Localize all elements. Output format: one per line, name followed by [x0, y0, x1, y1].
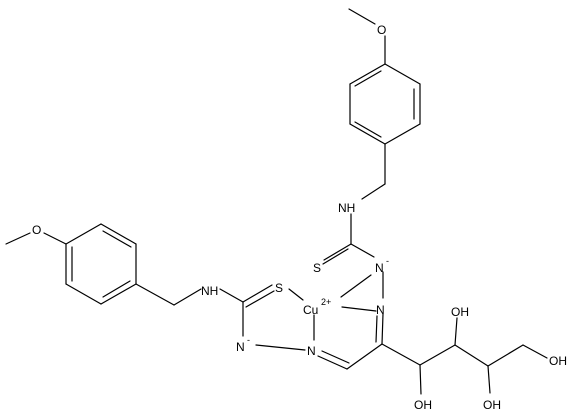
- bond: [65, 223, 102, 245]
- bond: [242, 284, 273, 303]
- bond: [288, 288, 304, 301]
- bond: [419, 344, 456, 366]
- bond: [65, 283, 102, 305]
- bond: [340, 274, 372, 298]
- bond: [5, 232, 31, 245]
- bond: [454, 317, 458, 346]
- bond: [102, 280, 131, 298]
- bond: [381, 313, 384, 345]
- bond: [245, 290, 275, 308]
- bond: [43, 232, 67, 245]
- bond: [321, 350, 350, 364]
- bond: [354, 70, 382, 87]
- bond: [322, 248, 349, 265]
- atom-label-nh-left: NH: [201, 284, 218, 298]
- bond: [522, 344, 548, 359]
- bond: [346, 343, 383, 370]
- bond: [102, 230, 132, 248]
- bond: [255, 344, 306, 351]
- atom-label-oxygen-left: O: [32, 223, 41, 237]
- atom-label-nh-top: NH: [338, 201, 355, 215]
- bond: [135, 283, 175, 306]
- atom-label-hydroxyl-1: OH: [414, 398, 432, 412]
- bonds: [5, 8, 548, 395]
- bond: [349, 123, 386, 145]
- atom-label-anionic-nitrogen-left: N: [236, 340, 245, 354]
- bond: [348, 8, 376, 25]
- bond: [350, 243, 375, 258]
- bond: [384, 63, 421, 85]
- bond: [354, 121, 382, 138]
- atom-label-hydroxyl-4: OH: [549, 354, 567, 368]
- atom-label-sulfur-left: S: [275, 281, 283, 295]
- bond: [349, 63, 386, 85]
- bond: [419, 364, 422, 395]
- bond: [219, 288, 244, 303]
- bond: [341, 306, 377, 312]
- bond: [454, 344, 489, 367]
- bond: [384, 123, 421, 145]
- bond: [375, 315, 378, 343]
- bond: [173, 288, 202, 306]
- bond: [317, 355, 348, 370]
- bond: [487, 344, 524, 367]
- bond: [100, 223, 137, 245]
- charge-label-anion-left: -: [247, 335, 250, 345]
- bond: [381, 343, 421, 366]
- atom-label-imine-nitrogen-top: N: [376, 303, 385, 317]
- atom-label-sulfur-top: S: [313, 261, 321, 275]
- atom-label-hydroxyl-2: OH: [451, 305, 469, 319]
- charge-label-anion-top: -: [386, 256, 389, 266]
- bond: [487, 365, 491, 394]
- charge-label-copper: 2+: [321, 297, 331, 307]
- bond: [100, 283, 137, 305]
- atom-label-oxygen-top: O: [377, 23, 386, 37]
- bond: [323, 243, 352, 261]
- atom-labels: O O NH NH S S N - N - N N Cu 2+ OH OH OH…: [32, 23, 567, 412]
- atom-label-copper: Cu: [303, 303, 318, 317]
- bond: [361, 183, 386, 200]
- atom-label-imine-nitrogen-left: N: [307, 344, 316, 358]
- atom-label-anionic-nitrogen-top: N: [375, 261, 384, 275]
- atom-label-hydroxyl-3: OH: [483, 398, 501, 412]
